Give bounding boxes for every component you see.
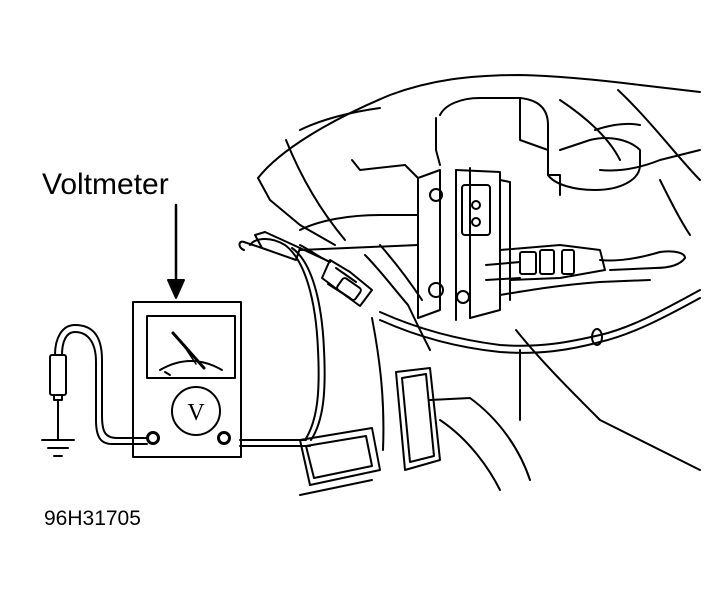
voltmeter-callout-label: Voltmeter [42,168,169,201]
probe-lead [238,231,331,447]
figure-id-label: 96H31705 [44,507,141,530]
volt-symbol: V [187,400,205,426]
voltmeter [132,301,242,458]
dashboard-structure [257,74,701,496]
switch-connector [299,244,373,307]
callout-arrow [167,203,185,299]
ground-lead [41,324,148,457]
